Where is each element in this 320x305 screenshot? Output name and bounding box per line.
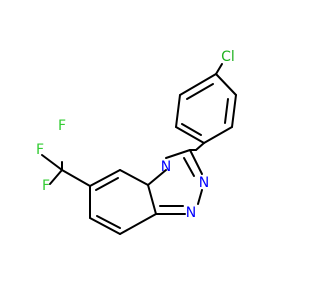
bond	[61, 169, 91, 187]
bonds	[41, 63, 237, 235]
bond	[119, 169, 149, 186]
bond	[181, 123, 202, 136]
atom-labels: Cl F F F N N N	[36, 49, 235, 221]
molecule-canvas: Cl F F F N N N	[36, 49, 237, 235]
bond	[89, 217, 121, 235]
bond	[41, 154, 63, 171]
fluorine-label-left: F	[36, 142, 44, 158]
bond	[89, 169, 121, 187]
bond	[147, 169, 167, 186]
bond	[95, 177, 119, 191]
fluorine-label-top: F	[58, 118, 66, 134]
bond	[215, 63, 223, 75]
bond	[197, 189, 203, 205]
nitrogen-label-ring-lower: N	[186, 205, 196, 221]
molecule-svg: Cl F F F N N N	[36, 49, 237, 235]
bond	[147, 184, 157, 215]
bond	[183, 157, 195, 177]
bond	[231, 94, 237, 128]
bond	[215, 73, 237, 96]
bond	[175, 126, 205, 144]
bond	[96, 215, 121, 229]
nitrogen-label-ring-upper: N	[199, 175, 209, 191]
bond	[119, 213, 157, 235]
bond	[195, 142, 205, 151]
bond	[189, 149, 203, 175]
bond	[179, 73, 217, 96]
nitrogen-label-bridge: N	[161, 159, 171, 175]
bond	[49, 169, 63, 185]
fluorine-label-bottom: F	[42, 178, 50, 194]
chlorine-label: Cl	[221, 49, 235, 65]
bond	[203, 126, 233, 144]
bond	[186, 83, 214, 100]
bond	[165, 149, 191, 159]
bond	[175, 94, 181, 128]
bond	[224, 98, 229, 124]
